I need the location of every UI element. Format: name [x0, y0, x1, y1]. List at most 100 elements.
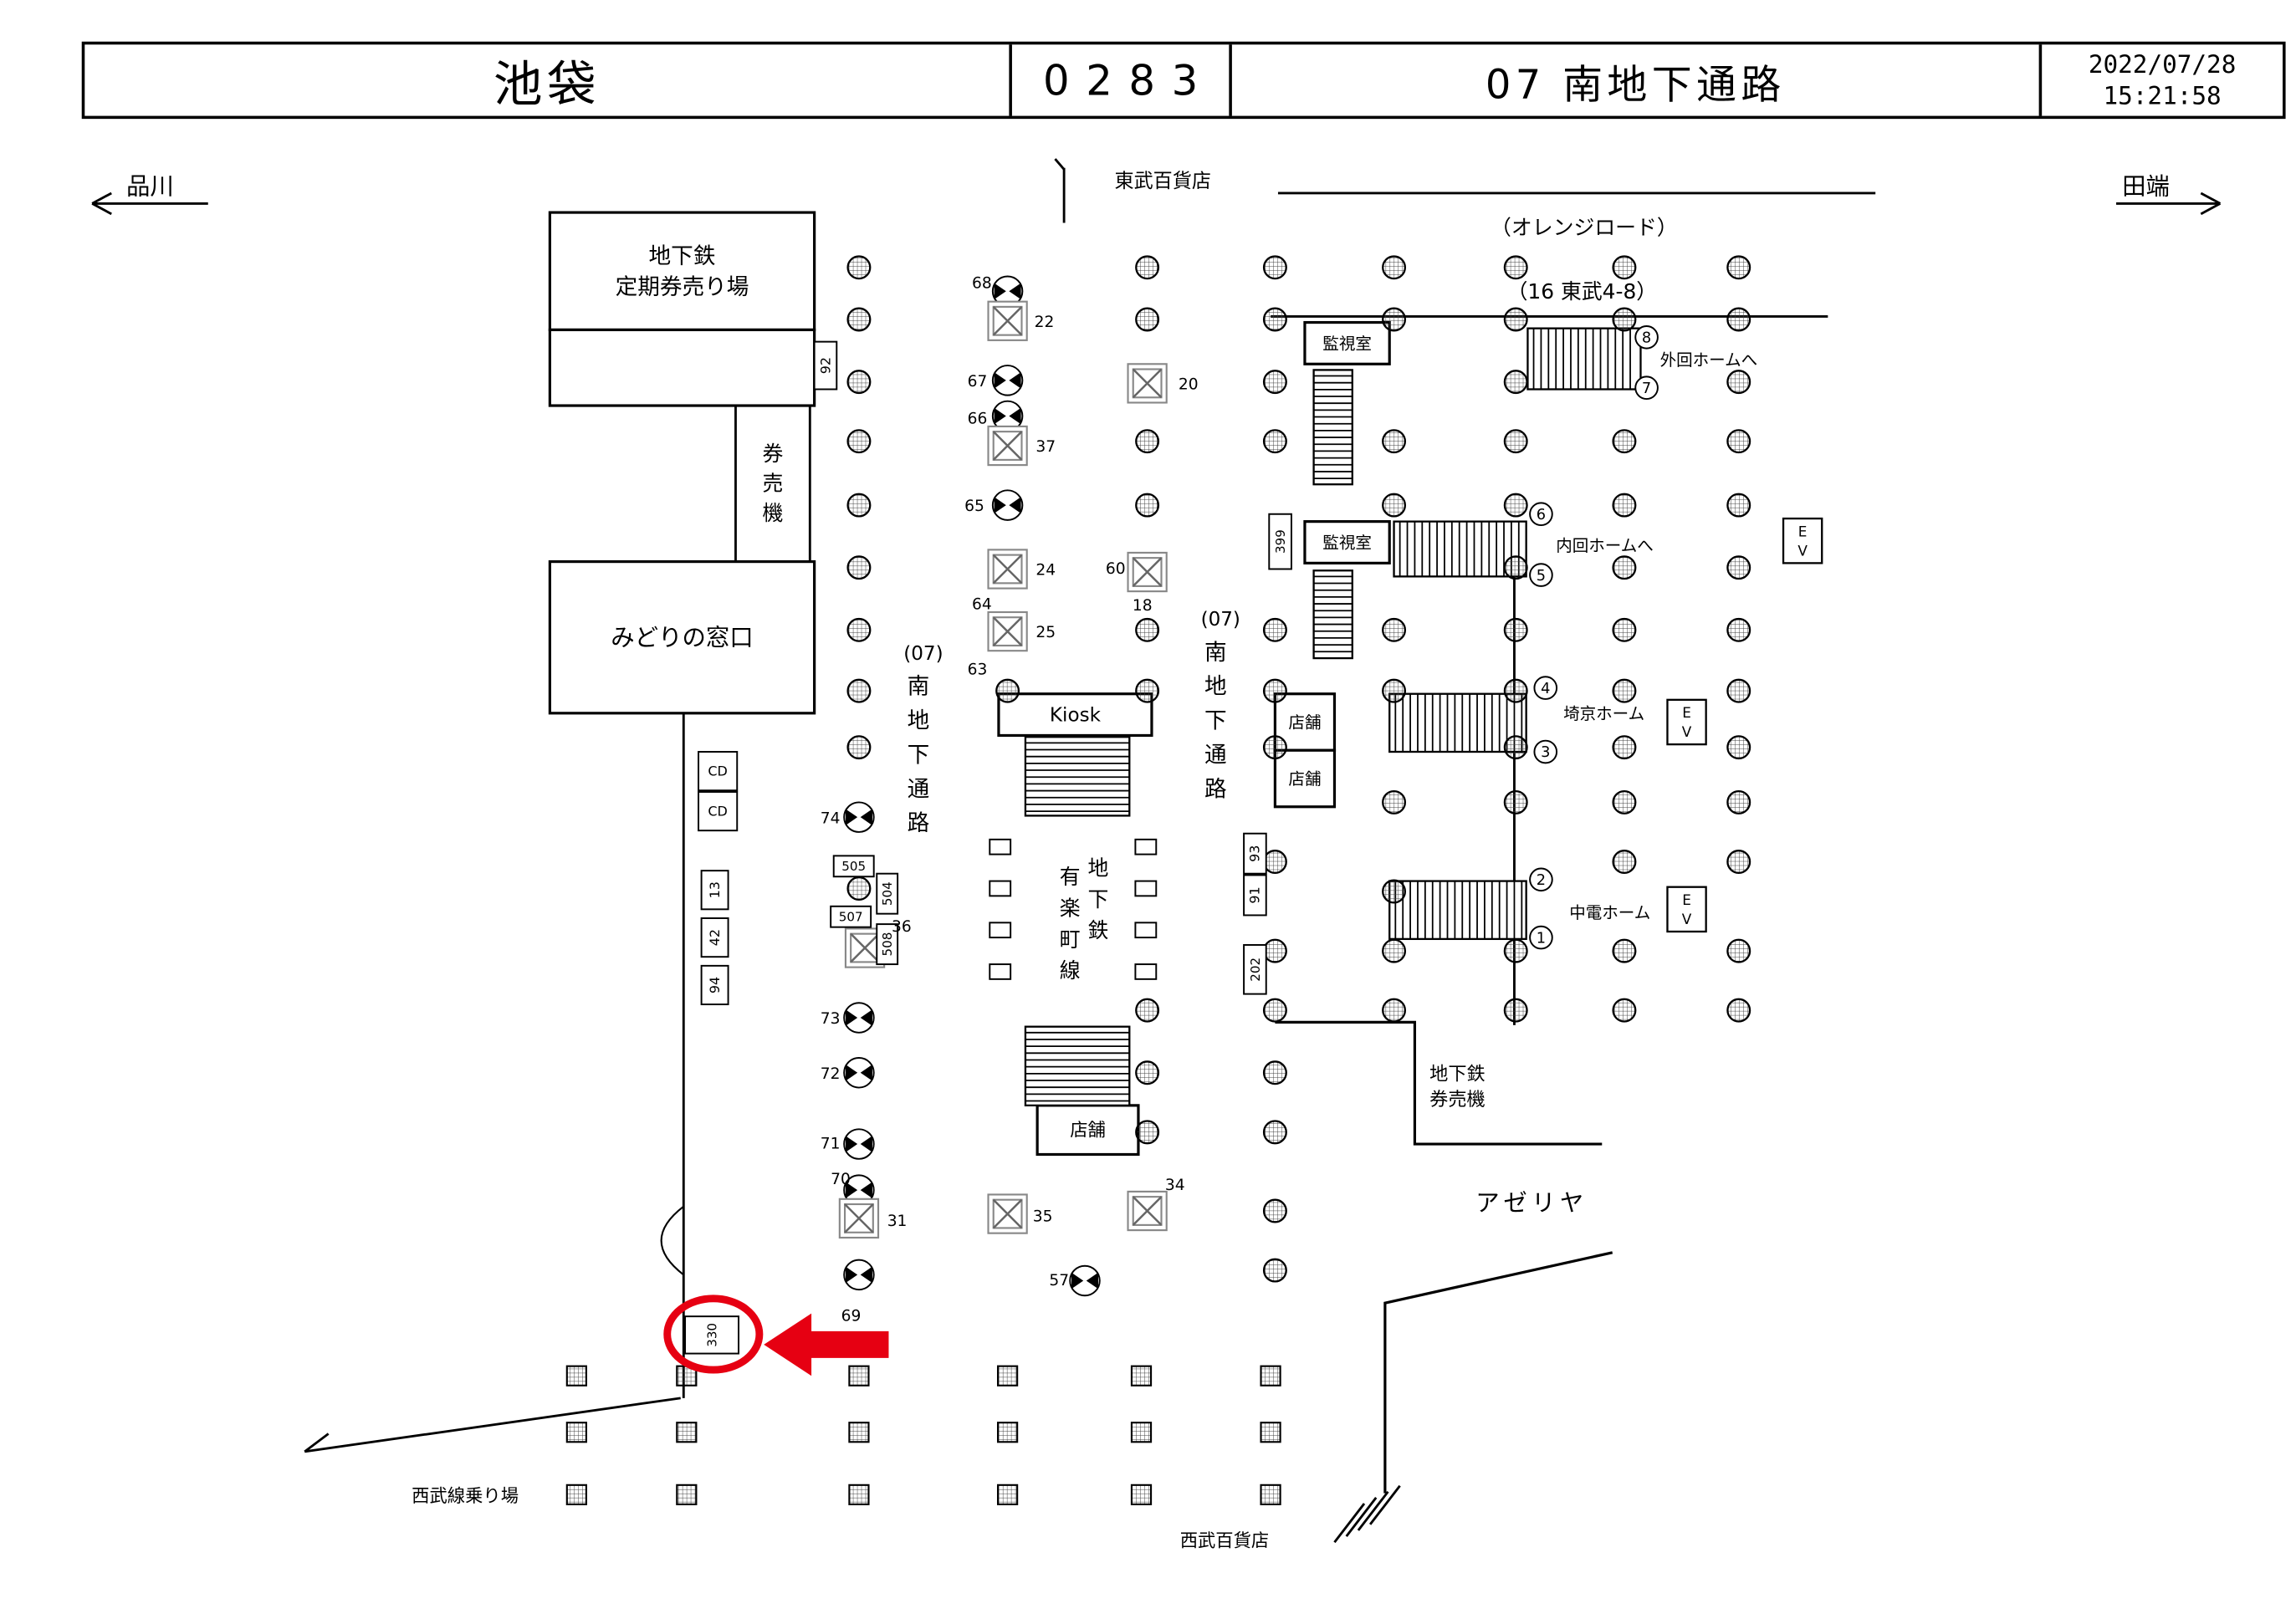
number-plate — [1243, 832, 1267, 875]
elevator-label: V — [1797, 542, 1808, 559]
map-label: 通 — [1204, 742, 1227, 768]
highlight-ellipse — [663, 1295, 764, 1374]
room-label: 定期券売り場 — [616, 274, 749, 300]
map-label: 券売機 — [1429, 1089, 1485, 1111]
bowtie-pillar — [991, 365, 1024, 396]
elevator-box — [1666, 886, 1707, 933]
map-label: （16 東武4-8） — [1507, 279, 1658, 304]
round-pillar — [1262, 1060, 1287, 1085]
xbox-inner — [1132, 368, 1163, 399]
round-pillar — [1503, 617, 1528, 642]
round-pillar — [1503, 789, 1528, 815]
square-pillar — [565, 1484, 587, 1505]
round-pillar — [1382, 617, 1407, 642]
wall-line — [304, 1397, 681, 1453]
round-pillar — [1262, 678, 1287, 703]
pillar-number: 31 — [887, 1213, 908, 1230]
elevator-label: V — [1682, 911, 1692, 927]
room-label: 店舗 — [1288, 769, 1321, 789]
round-pillar — [1503, 998, 1528, 1023]
round-pillar — [846, 370, 872, 395]
round-pillar — [1503, 555, 1528, 580]
round-pillar — [1262, 429, 1287, 454]
fence-block — [1134, 880, 1158, 897]
round-pillar — [1726, 493, 1751, 518]
circled-number-label: 6 — [1537, 507, 1546, 523]
map-label: 地下鉄 — [1429, 1064, 1485, 1085]
round-pillar — [1382, 678, 1407, 703]
map-label: 線 — [1060, 958, 1081, 983]
plate-label: 399 — [1273, 529, 1288, 554]
wall-line — [2200, 202, 2222, 216]
circled-number-label: 8 — [1642, 330, 1651, 347]
fence-block — [989, 922, 1012, 939]
round-pillar — [1262, 1198, 1287, 1223]
map-label: 町 — [1060, 927, 1081, 952]
round-pillar — [1262, 1120, 1287, 1145]
round-pillar — [1382, 307, 1407, 332]
wall-line — [1333, 1503, 1366, 1544]
round-pillar — [1262, 735, 1287, 760]
round-pillar — [1262, 1258, 1287, 1283]
room-label: 監視室 — [1322, 533, 1372, 552]
room-outline — [548, 211, 816, 332]
bowtie-fill — [994, 407, 1021, 425]
door-arc — [660, 1205, 684, 1276]
round-pillar — [1612, 938, 1637, 963]
square-pillar — [1130, 1422, 1153, 1443]
bowtie-pillar — [843, 1259, 875, 1291]
round-pillar — [1262, 255, 1287, 280]
fence-block — [1134, 838, 1158, 855]
map-label: 楽 — [1060, 896, 1081, 920]
bowtie-fill — [845, 1136, 872, 1152]
map-label: 品川 — [126, 173, 174, 201]
fence-block — [1134, 963, 1158, 980]
round-pillar — [1382, 255, 1407, 280]
map-label: 東武百貨店 — [1115, 171, 1211, 192]
map-label: 西武線乗り場 — [412, 1486, 519, 1507]
stairs — [1312, 369, 1353, 486]
round-pillar — [1503, 735, 1528, 760]
map-label: 路 — [1204, 776, 1227, 802]
map-label: 下 — [908, 742, 930, 768]
bowtie-pillar — [1069, 1264, 1101, 1297]
fence-block — [989, 963, 1012, 980]
round-pillar — [1503, 938, 1528, 963]
wall-line — [1054, 158, 1066, 171]
bowtie-fill — [1071, 1272, 1098, 1289]
round-pillar — [1135, 998, 1160, 1023]
square-pillar — [565, 1365, 587, 1387]
xbox-cross — [1132, 368, 1163, 399]
bowtie-fill — [845, 1009, 872, 1026]
pillar-number: 66 — [968, 410, 988, 427]
xbox-inner — [843, 1203, 874, 1233]
map-label: 西武百貨店 — [1180, 1531, 1270, 1552]
pillar-number: 72 — [821, 1065, 841, 1083]
xbox-cross — [992, 1198, 1023, 1229]
round-pillar — [1135, 255, 1160, 280]
xbox-cross — [992, 431, 1023, 461]
map-label: 通 — [908, 776, 930, 802]
round-pillar — [1612, 255, 1637, 280]
location-title: 07 南地下通路 — [1485, 61, 1786, 108]
stairs — [1312, 569, 1353, 660]
round-pillar — [1726, 998, 1751, 1023]
round-pillar — [1382, 998, 1407, 1023]
round-pillar — [1612, 850, 1637, 874]
room-label: 地下鉄 — [649, 243, 716, 269]
xbox-cross — [992, 554, 1023, 585]
bowtie-pillar — [991, 489, 1024, 521]
square-pillar — [996, 1365, 1019, 1387]
wall-line — [91, 192, 112, 205]
round-pillar — [1382, 429, 1407, 454]
xbox-inner — [992, 1198, 1023, 1229]
circled-number-label: 3 — [1541, 744, 1550, 761]
map-label: 南 — [908, 674, 930, 700]
circled-number — [1529, 925, 1553, 950]
fence-block — [1134, 922, 1158, 939]
xbox-cross — [1132, 1196, 1163, 1226]
number-plate — [830, 905, 872, 928]
map-label: 外回ホームへ — [1660, 350, 1758, 370]
